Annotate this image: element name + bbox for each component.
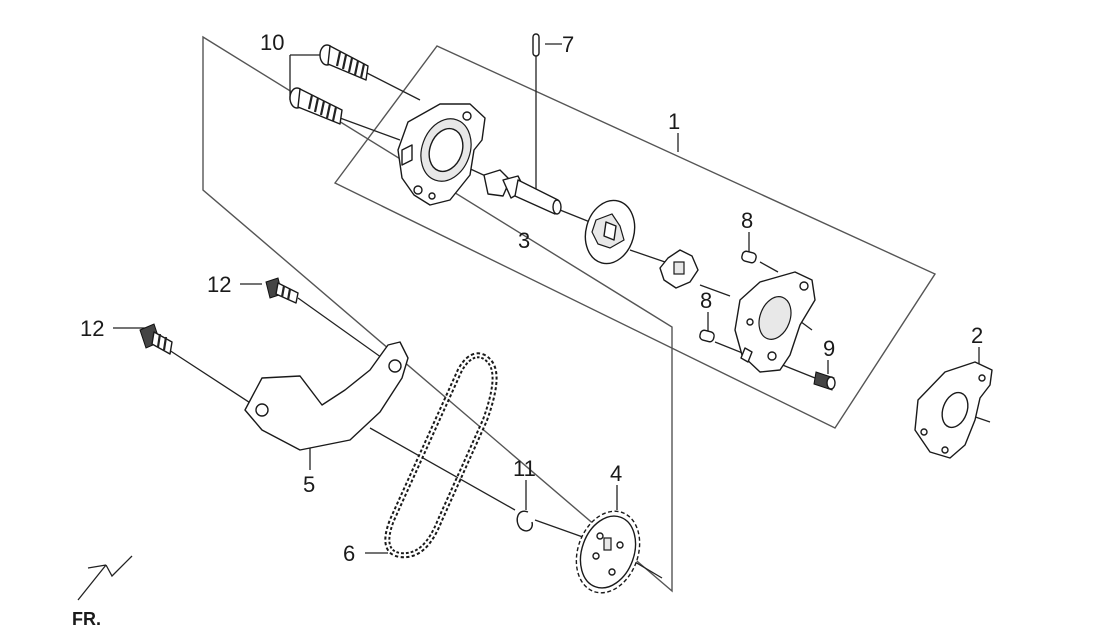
front-arrow-icon (77, 555, 133, 601)
sprocket-4 (575, 510, 641, 594)
pump-assembly-frame (333, 45, 937, 429)
pin-7 (532, 33, 540, 57)
callout-4: 4 (610, 461, 622, 486)
pump-shaft-3 (483, 169, 562, 215)
callout-12-lower: 12 (80, 316, 104, 341)
callout-8-lower: 8 (700, 288, 712, 313)
flange-bolt-12-upper (265, 277, 299, 304)
drive-group-frame (202, 35, 673, 593)
dowel-pin-8-lower (699, 329, 715, 343)
callout-3: 3 (518, 228, 530, 253)
callout-2: 2 (971, 323, 983, 348)
circlip-11 (516, 510, 534, 532)
callout-11: 11 (513, 456, 536, 481)
callout-6: 6 (343, 541, 355, 566)
callout-12-upper: 12 (207, 272, 231, 297)
chain-guide-plate-5 (244, 341, 409, 451)
callout-9: 9 (823, 336, 835, 361)
front-indicator: FR. (72, 555, 133, 629)
gasket-2 (914, 361, 993, 459)
assembly-frames (202, 35, 937, 593)
dowel-pin-8-upper (741, 250, 757, 264)
bolt-10-upper (319, 44, 369, 81)
callout-10: 10 (260, 30, 284, 55)
screw-9 (813, 371, 836, 391)
callout-5: 5 (303, 472, 315, 497)
outer-rotor (584, 199, 636, 265)
leader-lines (113, 43, 991, 579)
callouts: 1 2 3 4 5 6 7 8 8 9 10 11 12 12 (80, 30, 983, 566)
callout-7: 7 (562, 32, 574, 57)
front-label: FR. (72, 609, 101, 629)
flange-bolt-12-lower (139, 323, 173, 355)
pump-plate (734, 271, 816, 373)
callout-1: 1 (668, 109, 680, 134)
callout-8-upper: 8 (741, 208, 753, 233)
bolt-10-lower (289, 87, 343, 125)
drive-chain-6 (384, 352, 498, 559)
inner-rotor (659, 249, 699, 289)
pump-body (397, 103, 486, 206)
